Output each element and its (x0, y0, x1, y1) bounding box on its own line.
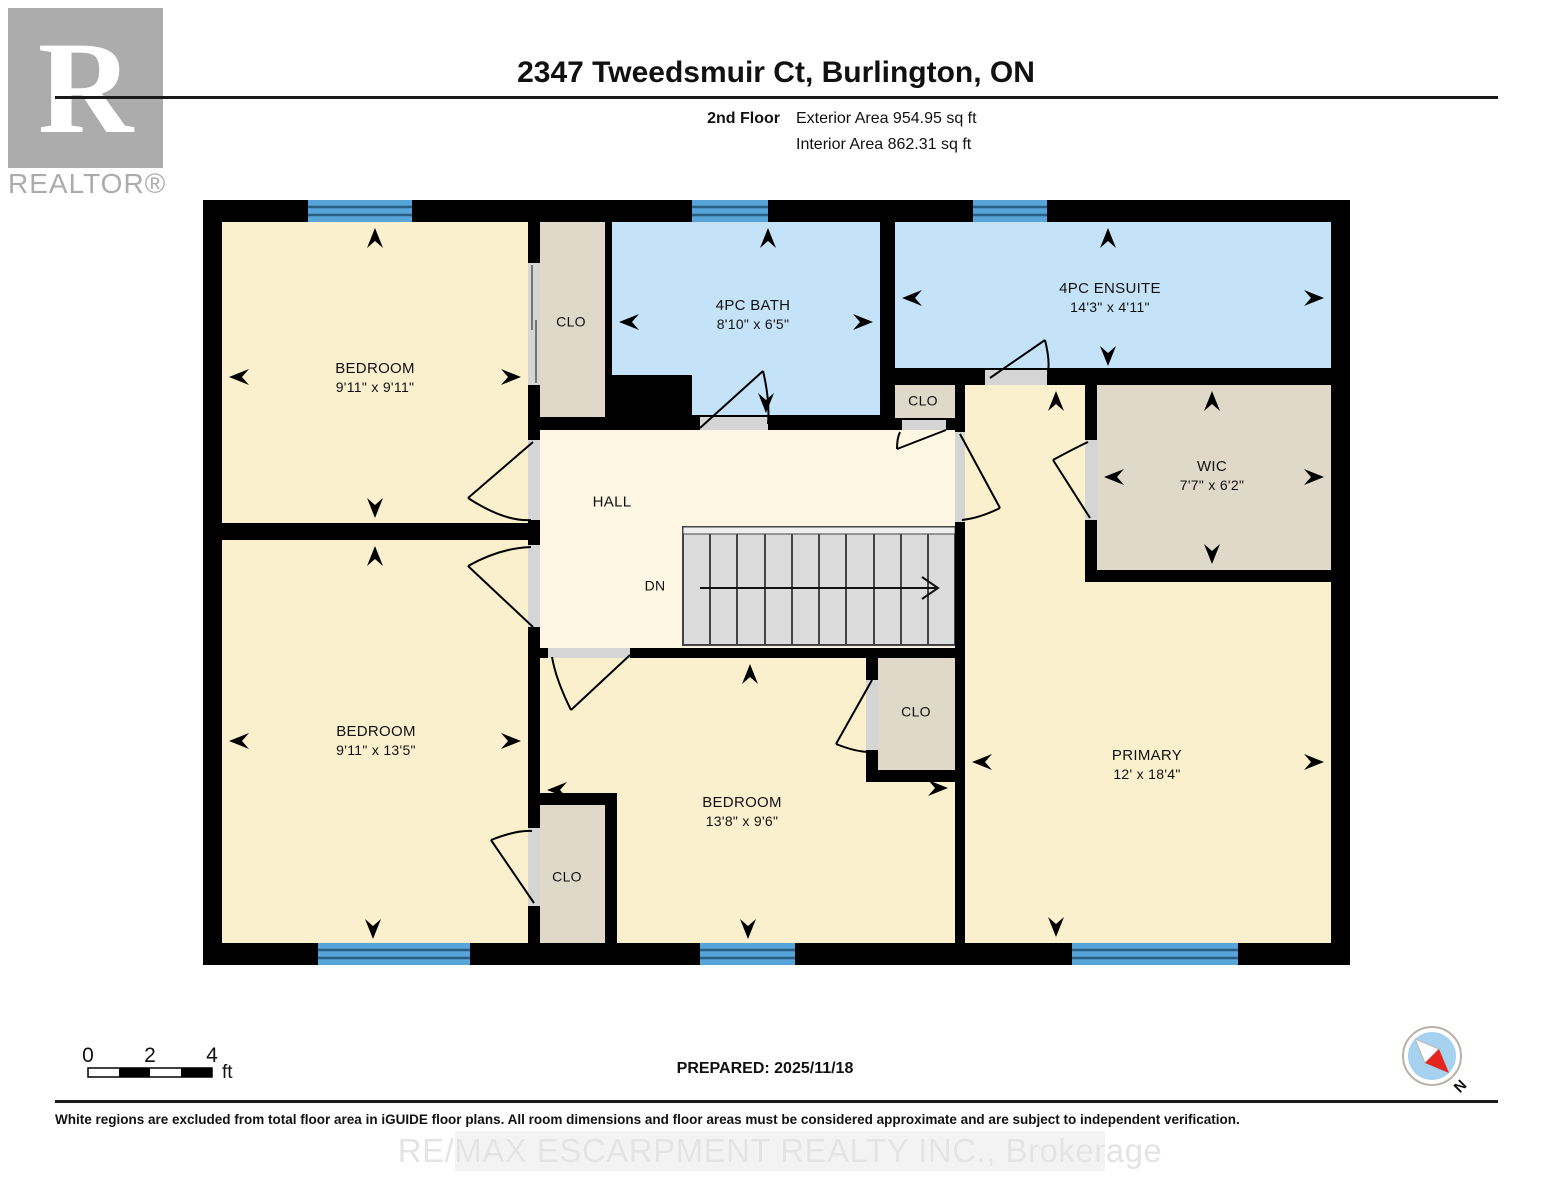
compass-north-label: N (1450, 1076, 1470, 1096)
svg-text:0: 0 (82, 1044, 94, 1067)
room-dims: 8'10" x 6'5" (716, 315, 790, 332)
brokerage-watermark: RE/MAX ESCARPMENT REALTY INC., Brokerage (397, 1131, 1163, 1171)
floor-label: 2nd Floor (707, 110, 780, 127)
realtor-logo-letter: R (37, 14, 134, 161)
room-dims: 13'8" x 9'6" (705, 812, 779, 829)
interior-area: Interior Area 862.31 sq ft (796, 136, 972, 153)
room-name: HALL (592, 493, 632, 511)
footer-divider (55, 1100, 1498, 1103)
room-name: CLO (552, 868, 582, 885)
room-name: 4PC BATH (715, 296, 791, 314)
room-label-primary: PRIMARY 12' x 18'4" (1112, 747, 1182, 783)
realtor-logo: R (8, 8, 163, 168)
room-label-closet-top: CLO (556, 313, 586, 331)
room-label-closet-middle: CLO (901, 703, 931, 721)
room-label-closet-ensuite: CLO (908, 392, 938, 410)
room-label-hall: HALL (593, 494, 632, 513)
compass-icon: N (1402, 1026, 1470, 1096)
room-name: BEDROOM (335, 359, 415, 377)
room-label-bath: 4PC BATH 8'10" x 6'5" (716, 297, 791, 333)
page-title: 2347 Tweedsmuir Ct, Burlington, ON (517, 56, 1035, 89)
door-openings (528, 263, 1097, 906)
staircase (682, 526, 956, 646)
room-name: BEDROOM (336, 722, 416, 740)
realtor-logo-label: REALTOR® (8, 168, 167, 199)
header-divider (55, 96, 1498, 99)
room-label-bedroom-middle: BEDROOM 13'8" x 9'6" (702, 794, 782, 830)
room-label-bedroom-bottom-left: BEDROOM 9'11" x 13'5" (336, 723, 416, 759)
exterior-area: Exterior Area 954.95 sq ft (796, 110, 977, 127)
room-dims: 12' x 18'4" (1113, 765, 1181, 782)
room-name: CLO (908, 392, 938, 409)
room-name: PRIMARY (1111, 746, 1183, 764)
room-dims: 7'7" x 6'2" (1179, 476, 1245, 493)
svg-text:4: 4 (206, 1044, 218, 1067)
svg-text:2: 2 (144, 1044, 156, 1067)
room-label-closet-bottom-left: CLO (552, 868, 582, 886)
scale-unit: ft (222, 1062, 233, 1083)
windows (308, 200, 1238, 965)
room-name: 4PC ENSUITE (1059, 279, 1161, 297)
room-label-ensuite: 4PC ENSUITE 14'3" x 4'11" (1059, 280, 1161, 316)
room-dims: 14'3" x 4'11" (1070, 298, 1150, 315)
scale-bar: 0 2 4 ft (82, 1044, 233, 1083)
prepared-date: PREPARED: 2025/11/18 (676, 1060, 854, 1077)
room-name: WIC (1196, 457, 1228, 475)
walls (203, 200, 1350, 965)
stairs-down-label: DN (645, 577, 666, 595)
room-dims: 9'11" x 13'5" (336, 741, 416, 758)
room-name: CLO (556, 313, 586, 330)
dimension-arrows (229, 228, 1324, 939)
stairs-dn: DN (644, 577, 666, 594)
disclaimer-text: White regions are excluded from total fl… (55, 1112, 1240, 1127)
stair-direction-arrow (700, 576, 940, 600)
room-name: BEDROOM (702, 793, 782, 811)
room-label-wic: WIC 7'7" x 6'2" (1180, 458, 1245, 494)
room-dims: 9'11" x 9'11" (335, 378, 415, 395)
room-name: CLO (901, 703, 931, 720)
room-label-bedroom-top-left: BEDROOM 9'11" x 9'11" (335, 360, 415, 396)
door-swings (467, 265, 1091, 904)
